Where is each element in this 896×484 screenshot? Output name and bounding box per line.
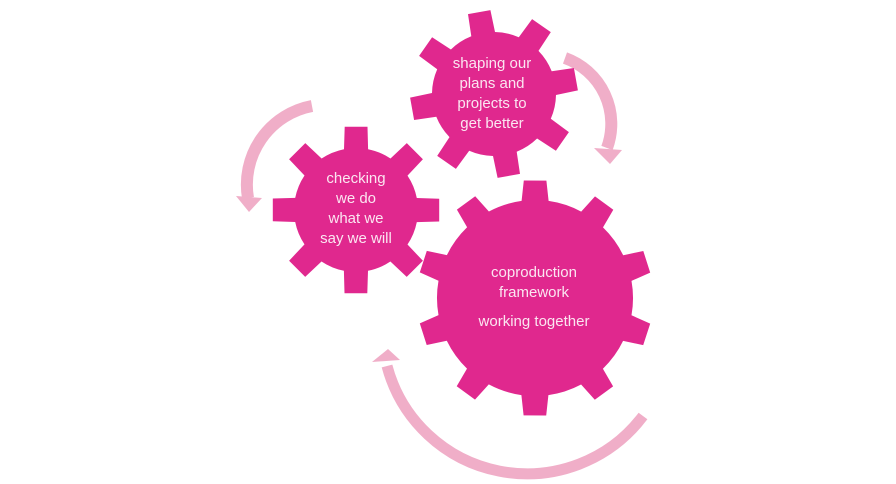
gear-left-line: we do [335,190,376,207]
arrow-bottom [372,349,648,480]
gear-left-line: checking [326,170,385,187]
gear-top-line: plans and [459,75,524,92]
gear-main [419,180,651,416]
gear-main-line: coproduction [491,264,577,281]
arrow-left [236,100,314,212]
gear-top-line: get better [460,115,523,132]
gear-left-line: what we [327,210,383,227]
gear-top [410,10,578,178]
gear-left-line: say we will [320,230,392,247]
gear-top-line: shaping our [453,55,531,72]
gear-top-line: projects to [457,95,526,112]
arrow-top-right [562,52,622,164]
gear-left-label: checking we do what we say we will [320,170,392,247]
gear-main-label: coproduction framework working together [478,264,590,330]
gear-left [272,126,440,294]
gear-main-line: working together [478,313,590,330]
gear-top-label: shaping our plans and projects to get be… [453,55,531,132]
gear-main-line: framework [499,284,570,301]
